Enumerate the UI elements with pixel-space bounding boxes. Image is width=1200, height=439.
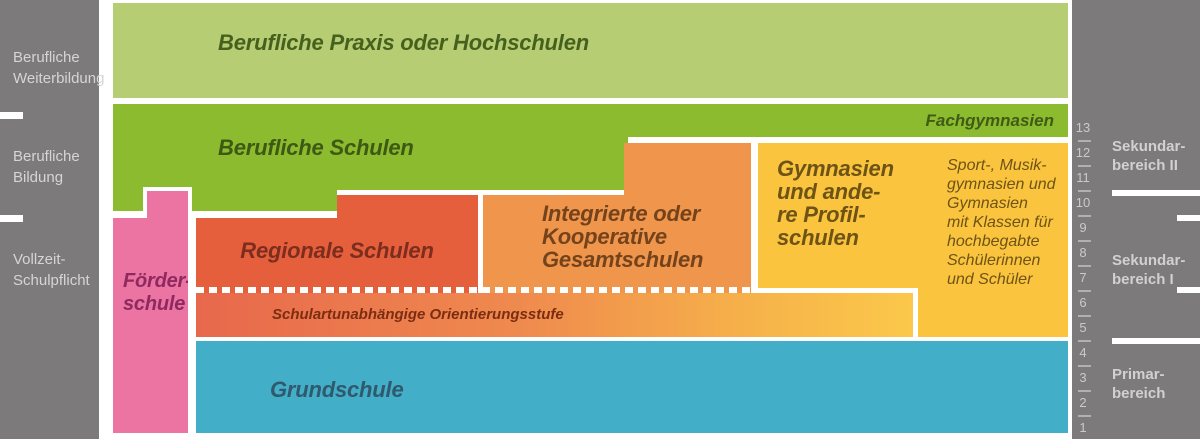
left-divider-tick	[0, 215, 23, 222]
block-label: Berufliche Schulen	[218, 135, 414, 160]
grade-tick	[1078, 190, 1091, 192]
block-label: Förder- schule	[123, 270, 192, 315]
label-berufliche-weiterbildung: Berufliche Weiterbildung	[13, 49, 105, 87]
block-grundschule: Grundschule	[196, 341, 1068, 433]
label-sekundarbereich-2: Sekundar- bereich II	[1112, 138, 1186, 174]
grade-number: 1	[1079, 420, 1087, 435]
block-regionale-schulen: Regionale Schulen	[196, 195, 478, 293]
grade-number: 12	[1075, 145, 1091, 160]
section-divider	[1177, 215, 1200, 221]
label-sekundarbereich-1: Sekundar- bereich I	[1112, 252, 1186, 288]
left-sidebar: Berufliche Weiterbildung Berufliche Bild…	[0, 0, 104, 439]
block-label: Gymnasien und ande- re Profil- schulen	[777, 156, 894, 250]
grade-number: 13	[1075, 120, 1091, 135]
block-label: Grundschule	[270, 377, 404, 402]
grade-tick	[1078, 165, 1091, 167]
label-berufliche-bildung: Berufliche Bildung	[13, 148, 80, 186]
block-label: Berufliche Praxis oder Hochschulen	[218, 30, 589, 55]
grade-tick	[1078, 240, 1091, 242]
grade-number: 9	[1079, 220, 1087, 235]
grade-tick	[1078, 365, 1091, 367]
grade-number: 6	[1079, 295, 1087, 310]
block-label: Schulartunabhängige Orientierungsstufe	[272, 306, 564, 323]
grade-tick	[1078, 265, 1091, 267]
right-sidebar: 13 12 11 10 9 8 7 6 5 4 3 2 1 Sekundar- …	[1072, 0, 1200, 439]
block-label: Regionale Schulen	[240, 238, 434, 263]
grade-number: 11	[1076, 170, 1090, 185]
section-divider	[1112, 338, 1200, 344]
block-orientierungsstufe: Schulartunabhängige Orientierungsstufe	[196, 293, 913, 337]
section-divider	[1177, 287, 1200, 293]
grade-tick	[1078, 290, 1091, 292]
grade-number: 8	[1079, 245, 1087, 260]
grade-tick	[1078, 390, 1091, 392]
block-foerderschule: Förder- schule	[113, 191, 188, 433]
fachgymnasien-label: Fachgymnasien	[925, 111, 1055, 130]
grade-number: 3	[1079, 370, 1087, 385]
block-label: Integrierte oder Kooperative Gesamtschul…	[542, 201, 704, 272]
label-primarbereich: Primar- bereich	[1112, 366, 1166, 402]
grade-tick	[1078, 140, 1091, 142]
grade-number: 7	[1079, 270, 1087, 285]
grade-number: 5	[1079, 320, 1087, 335]
left-divider-tick	[0, 112, 23, 119]
gymnasien-sublabel: Sport-, Musik- gymnasien und Gymnasien m…	[947, 157, 1056, 288]
grade-number: 2	[1079, 395, 1087, 410]
dashed-separator	[196, 287, 753, 293]
grade-tick	[1078, 415, 1091, 417]
grade-number: 4	[1079, 345, 1087, 360]
grade-number: 10	[1075, 195, 1091, 210]
grade-tick	[1078, 315, 1091, 317]
grade-tick	[1078, 215, 1091, 217]
grade-tick	[1078, 340, 1091, 342]
label-vollzeit-schulpflicht: Vollzeit- Schulpflicht	[13, 251, 90, 289]
section-divider	[1112, 190, 1200, 196]
block-berufliche-praxis: Berufliche Praxis oder Hochschulen	[113, 3, 1068, 98]
